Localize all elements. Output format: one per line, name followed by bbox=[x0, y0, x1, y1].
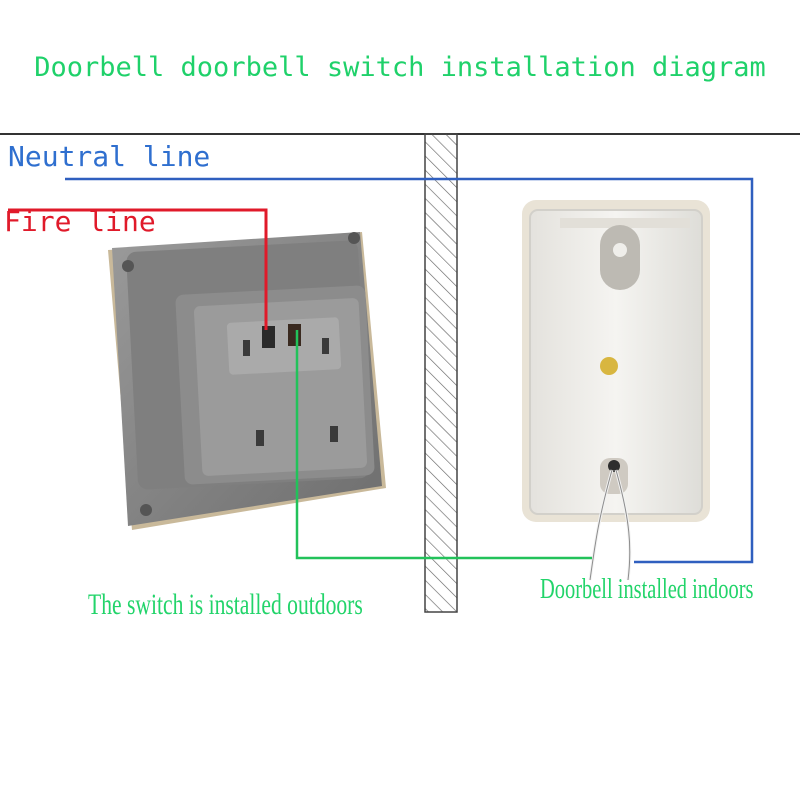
switch-caption: The switch is installed outdoors bbox=[88, 588, 363, 621]
fire-line-label: Fire line bbox=[4, 205, 156, 238]
neutral-wire bbox=[65, 177, 754, 564]
switch-wire bbox=[295, 330, 592, 560]
doorbell-caption: Doorbell installed indoors bbox=[540, 574, 754, 605]
neutral-line-label: Neutral line bbox=[8, 140, 211, 173]
hatched-wall-icon bbox=[424, 133, 458, 613]
wall-switch-icon bbox=[108, 232, 386, 530]
diagram-title: Doorbell doorbell switch installation di… bbox=[34, 52, 766, 83]
doorbell-unit-icon bbox=[522, 200, 710, 581]
fire-wire bbox=[8, 208, 268, 330]
